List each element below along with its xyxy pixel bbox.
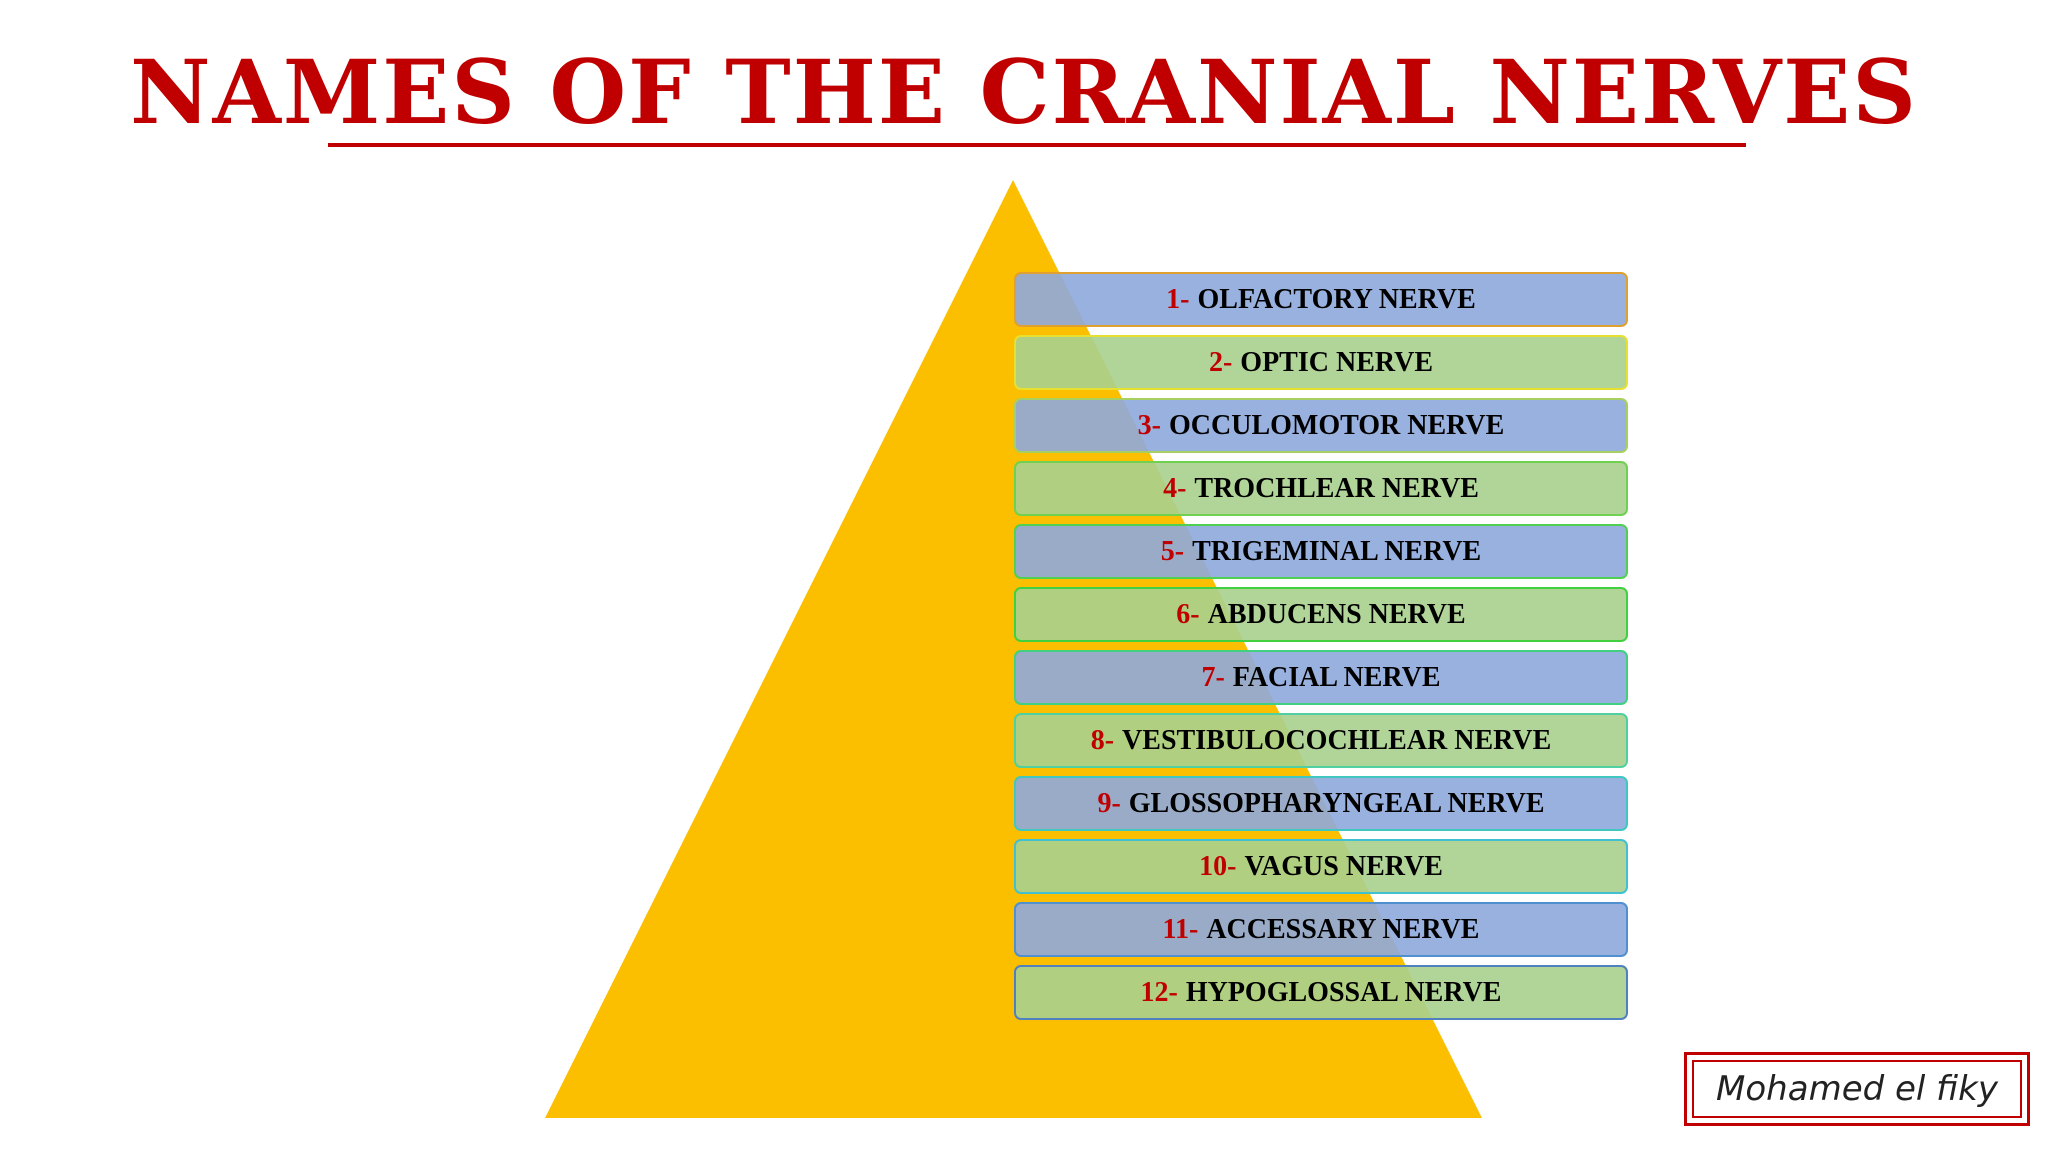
nerve-row: 5-TRIGEMINAL NERVE	[1014, 524, 1628, 579]
nerve-number: 10-	[1199, 850, 1237, 882]
nerve-name: OPTIC NERVE	[1240, 346, 1434, 378]
nerve-row: 8-VESTIBULOCOCHLEAR NERVE	[1014, 713, 1628, 768]
nerve-number: 8-	[1090, 724, 1115, 756]
nerve-number: 11-	[1162, 913, 1199, 945]
nerve-list: 1-OLFACTORY NERVE 2-OPTIC NERVE 3-OCCULOMO…	[1014, 272, 1628, 1028]
signature-text: Mohamed el fiky	[1692, 1060, 2022, 1118]
nerve-name: OLFACTORY NERVE	[1197, 283, 1476, 315]
nerve-number: 3-	[1137, 409, 1161, 441]
nerve-number: 12-	[1140, 976, 1178, 1008]
nerve-number: 4-	[1163, 472, 1187, 504]
nerve-number: 7-	[1201, 661, 1225, 693]
nerve-name: VAGUS NERVE	[1244, 850, 1443, 882]
nerve-row: 9-GLOSSOPHARYNGEAL NERVE	[1014, 776, 1628, 831]
title-underline	[328, 143, 1746, 147]
nerve-name: GLOSSOPHARYNGEAL NERVE	[1128, 787, 1545, 819]
nerve-name: VESTIBULOCOCHLEAR NERVE	[1122, 724, 1552, 756]
nerve-number: 6-	[1176, 598, 1200, 630]
nerve-row: 7-FACIAL NERVE	[1014, 650, 1628, 705]
nerve-number: 9-	[1097, 787, 1121, 819]
nerve-number: 1-	[1166, 283, 1190, 315]
nerve-name: FACIAL NERVE	[1232, 661, 1441, 693]
nerve-number: 2-	[1208, 346, 1233, 378]
signature-box: Mohamed el fiky	[1684, 1052, 2030, 1126]
nerve-row: 12-HYPOGLOSSAL NERVE	[1014, 965, 1628, 1020]
nerve-number: 5-	[1160, 535, 1185, 567]
nerve-name: ACCESSARY NERVE	[1206, 913, 1480, 945]
nerve-row: 3-OCCULOMOTOR NERVE	[1014, 398, 1628, 453]
nerve-name: TROCHLEAR NERVE	[1194, 472, 1479, 504]
nerve-row: 6-ABDUCENS NERVE	[1014, 587, 1628, 642]
nerve-row: 4-TROCHLEAR NERVE	[1014, 461, 1628, 516]
nerve-row: 2-OPTIC NERVE	[1014, 335, 1628, 390]
nerve-name: ABDUCENS NERVE	[1207, 598, 1466, 630]
nerve-name: OCCULOMOTOR NERVE	[1169, 409, 1505, 441]
nerve-row: 11-ACCESSARY NERVE	[1014, 902, 1628, 957]
page-title: Names of the Cranial Nerves	[130, 40, 1918, 144]
nerve-row: 1-OLFACTORY NERVE	[1014, 272, 1628, 327]
nerve-name: HYPOGLOSSAL NERVE	[1185, 976, 1502, 1008]
nerve-row: 10-VAGUS NERVE	[1014, 839, 1628, 894]
nerve-name: TRIGEMINAL NERVE	[1192, 535, 1482, 567]
